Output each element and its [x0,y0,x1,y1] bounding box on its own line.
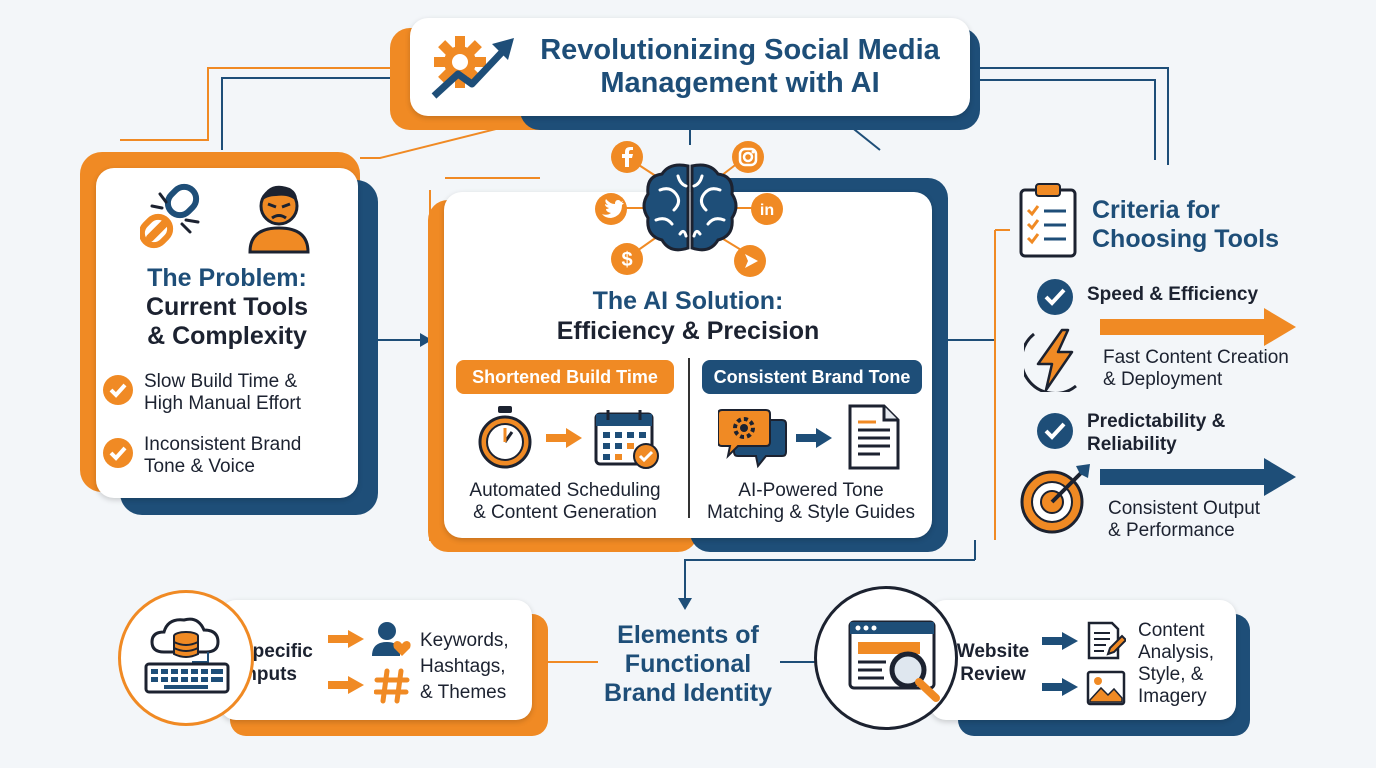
ai-tone-matching-line-2: Matching & Style Guides [706,502,916,523]
browser-search-icon [848,620,940,702]
website-label-line-2: Review [960,664,1026,685]
arrow-right-icon [328,676,364,694]
person-heart-icon [372,622,411,656]
edit-document-icon [1087,621,1126,660]
dollar-icon: $ [611,243,643,275]
frustrated-person-icon [248,185,310,254]
title-card: Revolutionizing Social Media Management … [410,18,970,116]
stopwatch-icon [478,406,532,469]
hashtag-icon [374,668,410,704]
document-icon [848,404,900,470]
ai-tone-matching-text: AI-Powered Tone Matching & Style Guides [690,480,932,524]
elements-heading-line-3: Brand Identity [603,679,773,707]
criteria-item-2-title-line-2: Reliability [1087,434,1177,455]
criteria-item-1-desc-line-1: Fast Content Creation [1103,347,1289,368]
criteria-item-1-title: Speed & Efficiency [1087,284,1259,305]
arrow-right-icon [1042,632,1078,650]
svg-text:$: $ [621,249,632,271]
criteria-item-2-title-line-1: Predictability & [1087,411,1226,432]
arrow-right-icon [546,428,582,448]
inputs-output: Keywords, Hashtags, & Themes [420,628,509,706]
criteria-item-1-desc-line-2: & Deployment [1103,369,1223,390]
website-output-line-4: Imagery [1138,686,1207,707]
gear-growth-icon [431,36,514,99]
inputs-label: Specific Inputs [240,640,313,686]
arrow-right-icon [1042,678,1078,696]
solution-heading-line-2: Efficiency & Precision [556,317,820,345]
website-output-line-1: Content [1138,620,1205,641]
broken-link-icon [140,183,200,249]
facebook-icon [611,141,643,173]
website-output: Content Analysis, Style, & Imagery [1138,620,1214,708]
check-icon [1037,413,1073,449]
image-icon [1086,670,1126,706]
linkedin-icon: in [751,193,783,225]
inputs-output-line-3: & Themes [420,682,507,703]
criteria-item-2-desc-line-2: & Performance [1108,520,1235,541]
problem-item-1: Slow Build Time & High Manual Effort [144,371,301,415]
cloud-database-keyboard-icon [144,617,230,694]
website-card: Website Review Content Analysis, Style, … [930,600,1236,720]
automated-scheduling-line-1: Automated Scheduling [469,480,661,501]
shortened-build-time-pill: Shortened Build Time [456,360,674,394]
consistent-brand-tone-pill: Consistent Brand Tone [702,360,922,394]
arrow-right-icon [1100,458,1296,496]
website-label-line-1: Website [956,641,1030,662]
inputs-card: Specific Inputs Keywords, Hashtags, & Th… [220,600,532,720]
problem-item-1-line-2: High Manual Effort [144,393,302,414]
problem-heading-line-3: & Complexity [147,322,307,350]
criteria-item-2-desc-line-1: Consistent Output [1108,498,1261,519]
criteria-heading-line-1: Criteria for [1092,196,1220,224]
website-output-line-2: Analysis, [1138,642,1215,663]
criteria-item-2-title: Predictability & Reliability [1087,410,1225,456]
check-icon [103,438,133,468]
check-icon [1037,279,1073,315]
problem-heading-line-1: The Problem: [147,264,307,292]
calendar-icon [594,410,659,469]
automated-scheduling-text: Automated Scheduling & Content Generatio… [444,480,686,524]
criteria-heading: Criteria for Choosing Tools [1092,196,1279,254]
inputs-output-line-1: Keywords, [420,630,509,651]
chat-gear-icon [718,409,787,469]
problem-heading-line-2: Current Tools [145,293,309,321]
title-line-2: Management with AI [600,67,880,99]
arrow-right-icon [328,630,364,648]
solution-divider [688,358,690,518]
elements-heading-line-1: Elements of [617,621,759,649]
check-icon [103,375,133,405]
title-line-1: Revolutionizing Social Media [540,34,940,66]
twitter-icon [595,193,627,225]
criteria-heading-line-2: Choosing Tools [1092,225,1280,253]
inputs-label-line-2: Inputs [240,664,297,685]
solution-heading-line-1: The AI Solution: [592,287,784,315]
elements-heading: Elements of Functional Brand Identity [586,621,790,708]
instagram-icon [732,141,764,173]
problem-card: The Problem: Current Tools & Complexity … [96,168,358,498]
arrow-right-icon [1100,308,1296,346]
brain-icon [642,163,738,252]
website-label: Website Review [948,640,1038,686]
problem-item-2-line-1: Inconsistent Brand [144,434,302,455]
elements-heading-line-2: Functional [624,650,752,678]
ai-tone-matching-line-1: AI-Powered Tone [738,480,884,501]
automated-scheduling-line-2: & Content Generation [473,502,657,523]
problem-item-2: Inconsistent Brand Tone & Voice [144,434,301,478]
problem-item-1-line-1: Slow Build Time & [144,371,298,392]
clipboard-checklist-icon [1019,183,1077,258]
inputs-label-line-1: Specific [240,641,313,662]
target-icon [1020,464,1090,534]
lightning-icon [1024,328,1077,392]
problem-item-2-line-2: Tone & Voice [144,456,255,477]
inputs-output-line-2: Hashtags, [420,656,506,677]
svg-text:in: in [760,202,774,219]
solution-card: The AI Solution: Efficiency & Precision … [444,192,932,538]
criteria-item-1-desc: Fast Content Creation & Deployment [1103,347,1289,391]
play-icon [734,245,766,277]
website-output-line-3: Style, & [1138,664,1204,685]
criteria-item-2-desc: Consistent Output & Performance [1108,498,1260,542]
arrow-right-icon [796,428,832,448]
